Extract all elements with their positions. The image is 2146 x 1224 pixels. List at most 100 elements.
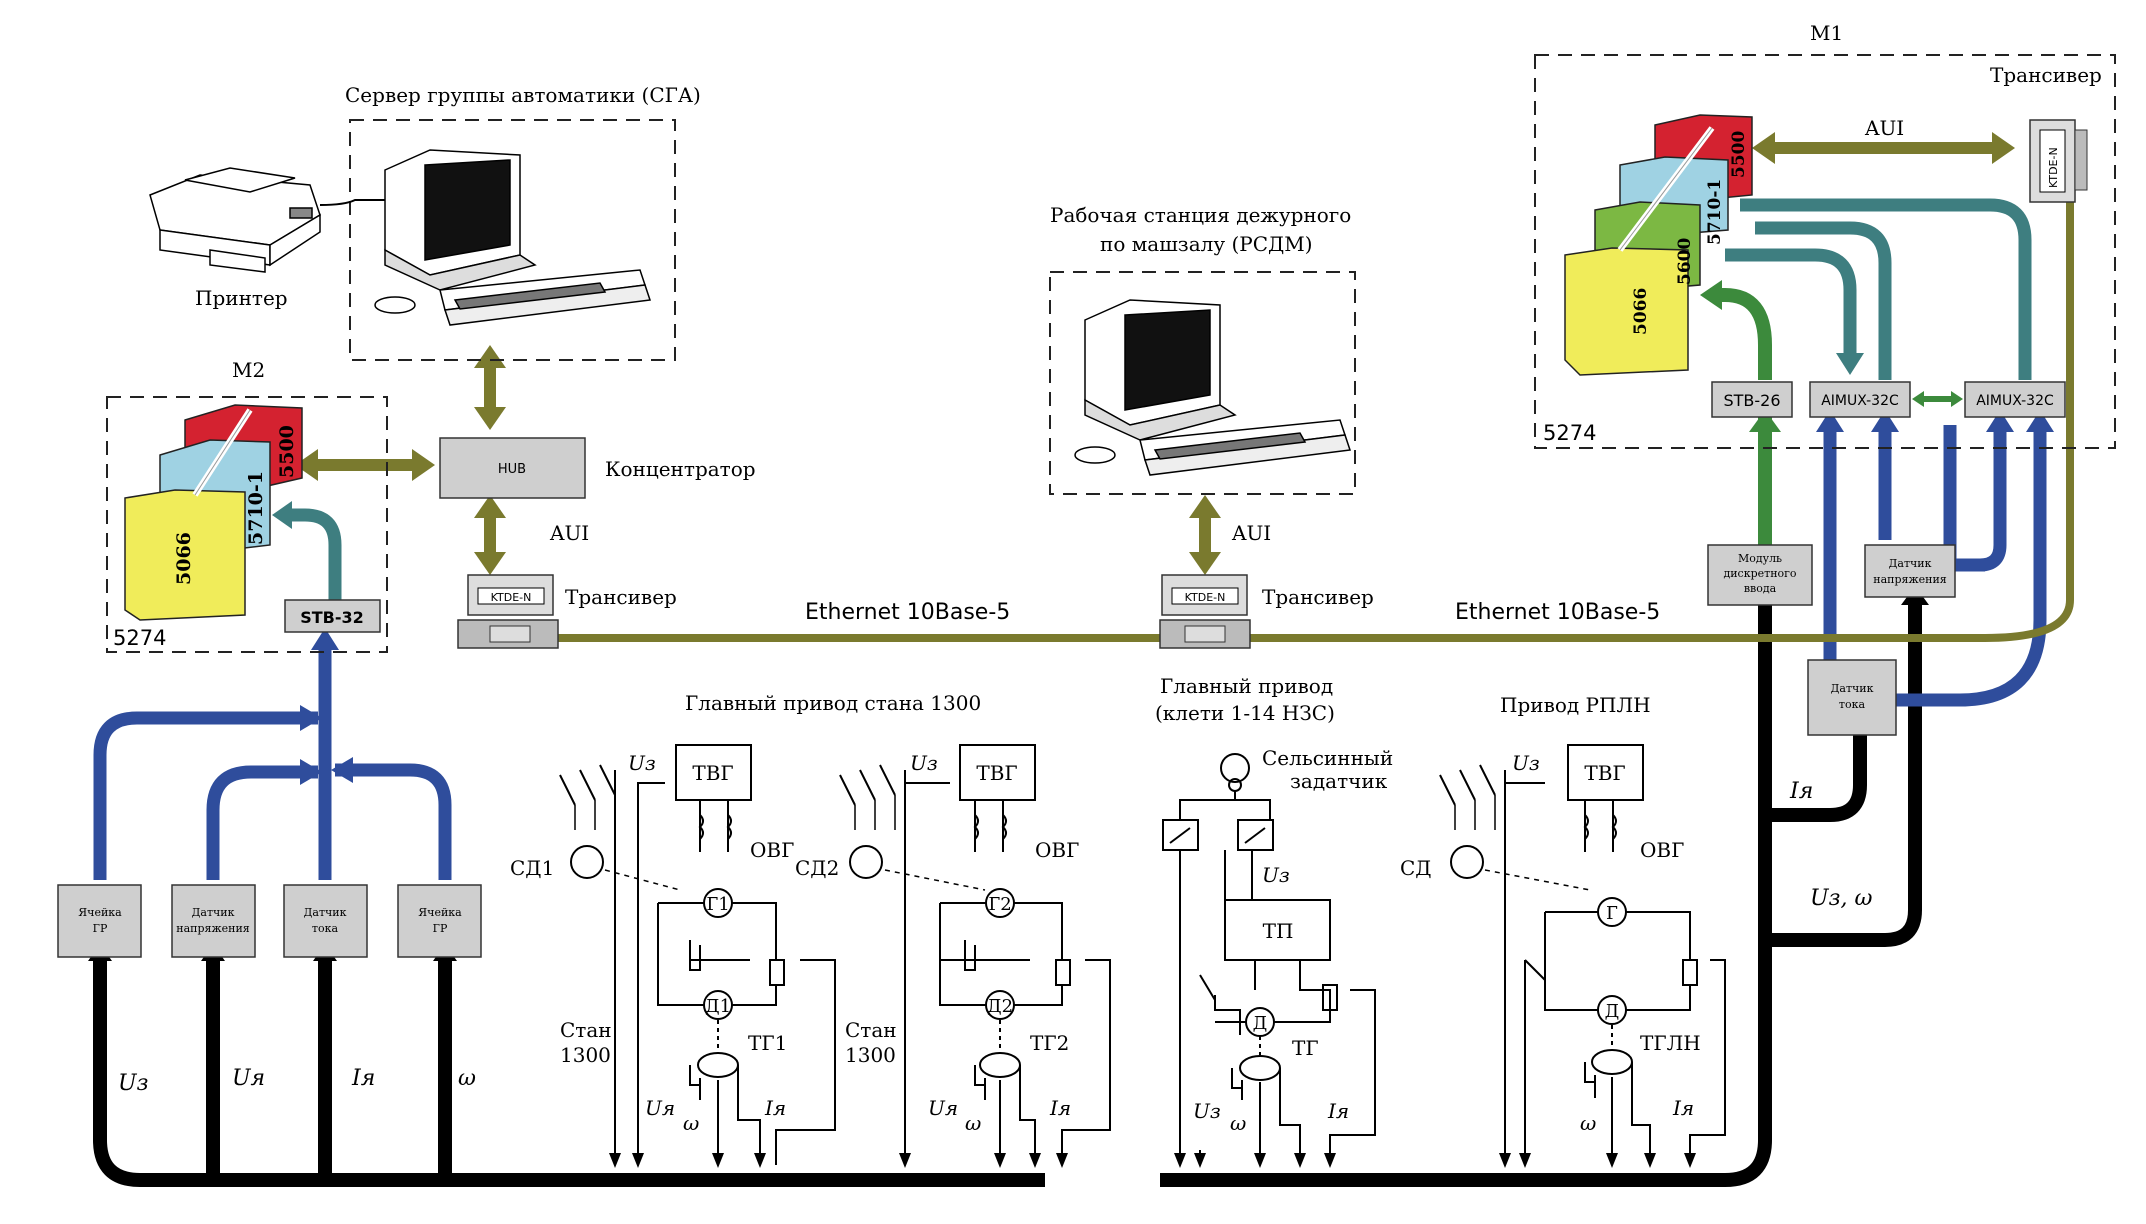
tvg-2: ТВГ bbox=[976, 761, 1017, 785]
selsyn-2: задатчик bbox=[1290, 769, 1388, 793]
stan-num-2: 1300 bbox=[845, 1043, 896, 1067]
omega-3: ω bbox=[1230, 1111, 1246, 1135]
g-4: Г bbox=[1606, 903, 1618, 924]
printer-icon bbox=[149, 167, 321, 273]
uz-4: Uз bbox=[1512, 751, 1540, 775]
ktden-left: KTDE-N bbox=[491, 591, 532, 604]
d1-label: Д1 bbox=[705, 996, 731, 1017]
m1-card-5710: 5710-1 bbox=[1705, 179, 1725, 245]
din-module-l3: ввода bbox=[1744, 582, 1777, 595]
tg-3: ТГ bbox=[1292, 1036, 1319, 1060]
m2-card-5500: 5500 bbox=[276, 425, 298, 478]
iya-2: Iя bbox=[1049, 1096, 1071, 1120]
sensor-0-l2: ГР bbox=[93, 922, 108, 935]
transceiver-label-center: Трансивер bbox=[1262, 585, 1374, 609]
uya-2: Uя bbox=[928, 1096, 958, 1120]
m1-stb26-label: STB-26 bbox=[1723, 391, 1780, 410]
ovg-4: ОВГ bbox=[1640, 838, 1684, 862]
sensor-3-signal: ω bbox=[458, 1066, 476, 1091]
m1-aimux2-label: AIMUX-32C bbox=[1976, 393, 2054, 409]
workstation-computer-icon bbox=[1074, 299, 1352, 476]
ethernet-bus bbox=[550, 195, 2074, 642]
m2-plc-cards bbox=[124, 404, 303, 621]
drive-1-schematic bbox=[559, 744, 836, 1165]
right-signal-uzw: Uз, ω bbox=[1810, 886, 1873, 911]
workstation-title-1: Рабочая станция дежурного bbox=[1050, 203, 1351, 227]
server-title: Сервер группы автоматики (СГА) bbox=[345, 83, 701, 107]
d-3: Д bbox=[1253, 1013, 1268, 1034]
tgln-label: ТГЛН bbox=[1640, 1031, 1701, 1055]
transceiver-label-left: Трансивер bbox=[565, 585, 677, 609]
drive-2-schematic bbox=[839, 764, 1111, 1165]
ethernet-label-right: Ethernet 10Base-5 bbox=[1455, 600, 1660, 625]
server-computer-icon bbox=[374, 149, 652, 326]
m1-card-5500: 5500 bbox=[1729, 131, 1749, 178]
transceiver-left: KTDE-N bbox=[457, 574, 559, 649]
m2-card-5710: 5710-1 bbox=[245, 471, 267, 545]
g2-label: Г2 bbox=[988, 894, 1011, 915]
current-sensor-l1: Датчик bbox=[1830, 682, 1873, 695]
left-sensor-boxes bbox=[57, 884, 482, 958]
sensor-3-l1: Ячейка bbox=[418, 906, 462, 919]
iya-1: Iя bbox=[764, 1096, 786, 1120]
m1-transceiver bbox=[2029, 119, 2088, 203]
sensor-2-l1: Датчик bbox=[303, 906, 346, 919]
ktden-center: KTDE-N bbox=[1185, 591, 1226, 604]
aui-label-left: AUI bbox=[549, 521, 589, 545]
main-nzs-title-1: Главный привод bbox=[1160, 674, 1333, 698]
sensor-1-signal: Uя bbox=[232, 1066, 265, 1091]
selsyn-1: Сельсинный bbox=[1262, 746, 1393, 770]
transceiver-center: KTDE-N bbox=[1159, 574, 1251, 649]
stan-1: Стан bbox=[560, 1018, 612, 1042]
m1-transceiver-label: Трансивер bbox=[1990, 63, 2102, 87]
server-enclosure bbox=[349, 119, 676, 361]
m2-plc-label: 5274 bbox=[113, 626, 166, 650]
drive-4-schematic bbox=[1439, 764, 1726, 1165]
tvg-4: ТВГ bbox=[1584, 761, 1625, 785]
uz-3: Uз bbox=[1262, 863, 1290, 887]
hub-box bbox=[439, 437, 586, 499]
uz-3b: Uз bbox=[1193, 1099, 1221, 1123]
uya-1: Uя bbox=[645, 1096, 675, 1120]
aui-label-center: AUI bbox=[1231, 521, 1271, 545]
iya-3: Iя bbox=[1327, 1099, 1349, 1123]
m1-card-5066: 5066 bbox=[1631, 288, 1651, 335]
workstation-title-2: по машзалу (РСДМ) bbox=[1100, 232, 1313, 256]
main1300-title: Главный привод стана 1300 bbox=[685, 691, 981, 715]
m2-label: М2 bbox=[232, 358, 265, 382]
sensor-1-l1: Датчик bbox=[191, 906, 234, 919]
m1-aui-label: AUI bbox=[1864, 116, 1904, 140]
right-signal-current: Iя bbox=[1789, 779, 1813, 804]
sensor-0-signal: Uз bbox=[118, 1071, 149, 1096]
din-module-l1: Модуль bbox=[1738, 552, 1782, 565]
ovg-2: ОВГ bbox=[1035, 838, 1079, 862]
d2-label: Д2 bbox=[987, 996, 1013, 1017]
m1-aimux2-box bbox=[1964, 381, 2066, 418]
omega-2: ω bbox=[965, 1111, 981, 1135]
current-sensor-box bbox=[1807, 659, 1897, 736]
m1-ktden: KTDE-N bbox=[2047, 147, 2060, 188]
m2-enclosure bbox=[106, 396, 388, 653]
sensor-1-l2: напряжения bbox=[176, 922, 249, 935]
m2-stb32-box bbox=[284, 599, 381, 633]
rpln-title: Привод РПЛН bbox=[1500, 693, 1651, 717]
g1-label: Г1 bbox=[706, 894, 729, 915]
din-module-l2: дискретного bbox=[1723, 567, 1796, 580]
sensor-3-l2: ГР bbox=[433, 922, 448, 935]
main-nzs-title-2: (клети 1-14 НЗС) bbox=[1155, 701, 1335, 725]
ethernet-label-left: Ethernet 10Base-5 bbox=[805, 600, 1010, 625]
m1-enclosure bbox=[1534, 54, 2116, 449]
m1-aimux1-box bbox=[1809, 381, 1911, 418]
uz-1: Uз bbox=[628, 751, 656, 775]
bus-tap-arrows bbox=[609, 1153, 1696, 1168]
m1-label: М1 bbox=[1810, 21, 1843, 45]
omega-1: ω bbox=[683, 1111, 699, 1135]
black-signal-bus bbox=[93, 605, 1922, 1187]
omega-4: ω bbox=[1580, 1111, 1596, 1135]
sensor-2-l2: тока bbox=[312, 922, 339, 935]
voltage-sensor-box bbox=[1864, 544, 1956, 598]
din-module-box bbox=[1707, 544, 1813, 606]
m1-stb26-box bbox=[1711, 381, 1793, 418]
voltage-sensor-l1: Датчик bbox=[1888, 557, 1931, 570]
